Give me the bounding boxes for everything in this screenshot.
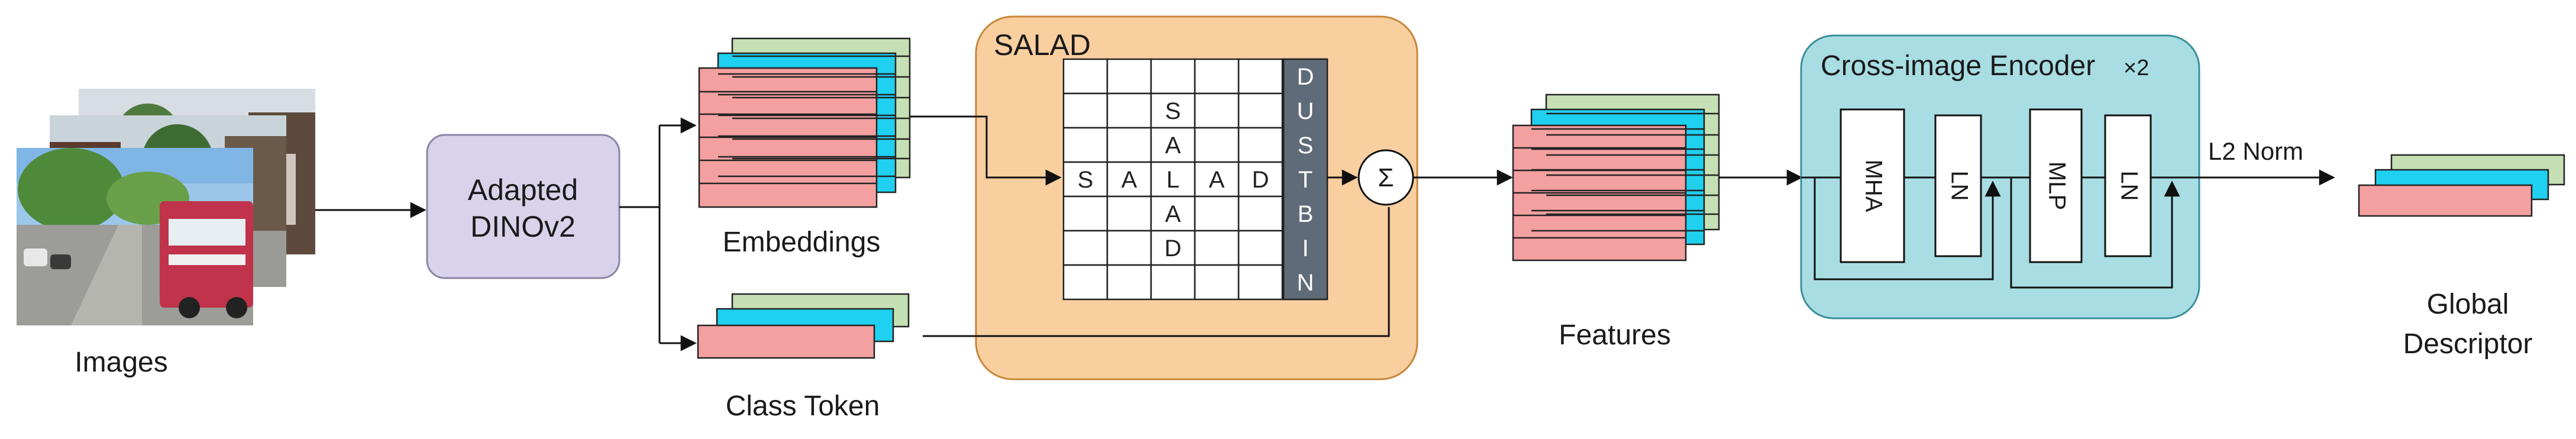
mha-label: MHA [1860,160,1886,212]
dustbin-letter: T [1298,167,1313,193]
salad-grid-cell [1237,58,1284,95]
salad-grid-cell [1237,127,1284,163]
salad-grid-cell [1150,230,1196,266]
salad-grid-cell [1106,127,1152,163]
dustbin-letter: B [1298,201,1314,227]
dustbin-letter: D [1297,64,1314,90]
encoder-multiplier: ×2 [2123,56,2149,80]
sum-symbol: Σ [1378,163,1394,192]
encoder-title: Cross-image Encoder [1821,50,2095,82]
street-photo-front [17,148,253,325]
l2-norm-label: L2 Norm [2208,137,2303,165]
encoder-block: Cross-image Encoder ×2 MHA LN MLP LN [1800,34,2200,319]
salad-grid-cell [1194,127,1240,163]
salad-grid-cell [1062,230,1108,266]
salad-grid-cell [1237,264,1284,301]
salad-grid-cell [1237,230,1284,266]
salad-grid-cell [1237,92,1284,129]
sum-node: Σ [1358,149,1414,206]
salad-grid-cell [1062,127,1108,163]
mha-block: MHA [1840,108,1905,263]
salad-grid-cell [1150,264,1196,301]
backbone-label-line2: DINOv2 [470,210,576,243]
salad-grid-cell [1150,58,1196,95]
embeddings-stack [698,37,911,208]
salad-grid-cell [1237,161,1284,198]
salad-grid-cell [1106,195,1152,232]
global-descriptor-stack [2358,154,2565,217]
salad-grid-cell [1106,264,1152,301]
ln-block-1: LN [1934,114,1982,257]
salad-grid-letter: S [1078,167,1094,193]
salad-grid-letter: S [1165,98,1181,124]
class-token-label: Class Token [726,390,880,422]
features-label: Features [1559,319,1670,351]
class-token-stack [697,293,910,359]
salad-grid-letter: A [1165,133,1181,159]
salad-grid-cell [1062,92,1108,129]
dustbin-letter: I [1302,235,1308,262]
dustbin-letter: S [1298,133,1314,159]
salad-grid-cell [1194,58,1240,95]
residual-connection-1 [1814,177,2001,280]
salad-grid-cell [1106,92,1152,129]
salad-grid-letter: L [1166,167,1179,193]
dustbin-letter: U [1297,98,1314,124]
salad-grid-cell [1194,230,1240,266]
salad-grid-cell [1106,161,1152,198]
salad-grid-cell [1106,230,1152,266]
residual-connection-2 [2010,177,2180,289]
salad-grid-cell [1062,264,1108,301]
images-stack [17,89,315,325]
images-label: Images [75,347,167,378]
salad-grid-cell [1062,161,1108,198]
features-stack [1512,93,1720,262]
descriptor-label-line1: Global [2427,289,2509,320]
salad-grid-letter: A [1121,167,1137,193]
salad-grid-cell [1237,195,1284,232]
embeddings-label: Embeddings [723,227,881,258]
backbone-block: Adapted DINOv2 [426,134,620,279]
descriptor-label-line2: Descriptor [2403,328,2533,360]
salad-grid-cell [1194,92,1240,129]
mlp-label: MLP [2044,162,2070,210]
salad-grid-cell [1106,58,1152,95]
ln-label-2: LN [2116,170,2142,201]
ln-label-1: LN [1946,170,1972,201]
backbone-split-connector [619,117,697,351]
mlp-block: MLP [2029,108,2083,263]
salad-grid-cell [1194,195,1240,232]
arrow-embeddings-to-salad [910,115,1062,186]
salad-grid-cell [1194,264,1240,301]
salad-grid-cell [1062,58,1108,95]
ln-block-2: LN [2104,114,2152,257]
salad-title: SALAD [994,28,1091,62]
backbone-label-line1: Adapted [468,173,578,206]
dustbin-letter: N [1297,270,1314,296]
salad-grid-letter: D [1252,167,1269,193]
salad-grid-letter: A [1165,201,1181,227]
salad-grid-letter: A [1209,167,1225,193]
line-class-token-to-sum [923,207,1390,337]
salad-grid-letter: D [1165,235,1182,262]
salad-grid-cell [1062,195,1108,232]
salad-grid-cell [1150,195,1196,232]
